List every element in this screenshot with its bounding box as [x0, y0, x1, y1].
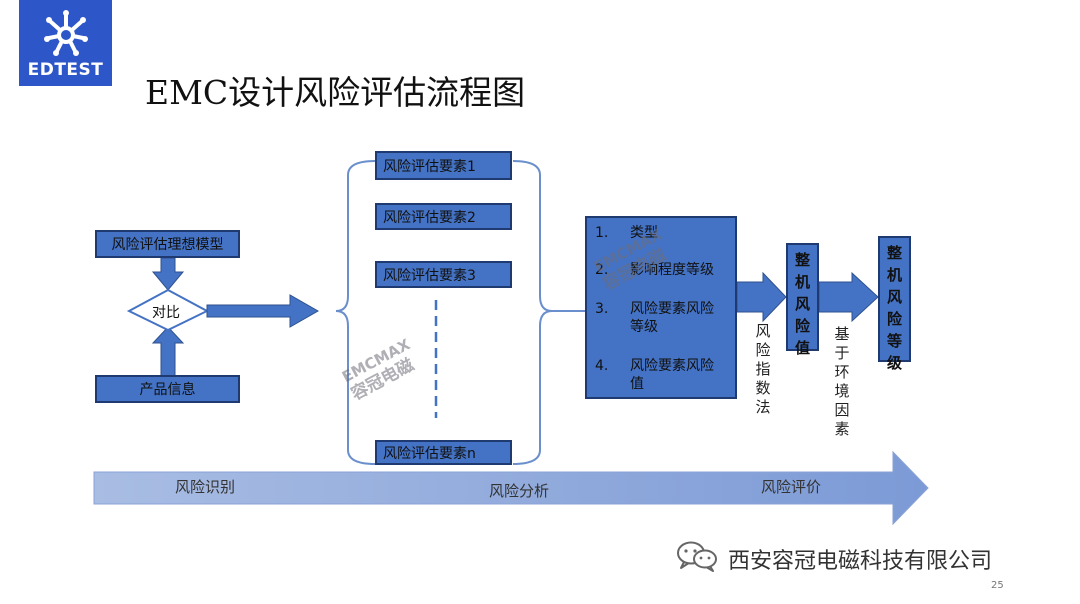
risk-element-2: 风险评估要素2 — [375, 203, 512, 230]
phase-identify: 风险识别 — [175, 478, 236, 496]
page-number: 25 — [991, 580, 1004, 591]
arrow-compare-to-elements — [206, 294, 320, 328]
compare-label: 对比 — [152, 305, 180, 321]
ideal-model-box: 风险评估理想模型 — [95, 230, 240, 258]
phase-evaluate: 风险评价 — [761, 478, 822, 496]
phase-band-arrow — [93, 450, 929, 526]
elements-right-brace — [512, 160, 553, 465]
risk-element-n: 风险评估要素n — [375, 440, 512, 465]
product-info-box: 产品信息 — [95, 375, 240, 403]
machine-risk-value-box: 整机风险值 — [786, 243, 819, 357]
arrow-value-to-level — [818, 271, 879, 323]
arrow-analysis-to-value — [736, 271, 787, 323]
arrow-up-to-compare — [151, 326, 185, 378]
edtest-logo: EDTEST — [19, 0, 112, 86]
risk-analysis-box: 1. 类型 2. 影响程度等级 3. 风险要素风险 等级 4. 风险要素风险 值 — [585, 216, 737, 399]
risk-element-1: 风险评估要素1 — [375, 151, 512, 180]
environment-factor-label: 基于环境因素 — [834, 325, 850, 438]
logo-emblem-icon — [44, 10, 88, 56]
risk-element-3: 风险评估要素3 — [375, 261, 512, 288]
arrow-down-to-compare — [151, 257, 185, 291]
wechat-icon — [677, 541, 717, 572]
elements-left-brace — [335, 160, 376, 465]
company-name: 西安容冠电磁科技有限公司 — [728, 549, 993, 574]
machine-risk-level-box: 整机风险等级 — [878, 236, 911, 372]
phase-analyze: 风险分析 — [489, 482, 550, 500]
logo-text: EDTEST — [27, 60, 104, 80]
risk-index-method-label: 风险指数法 — [755, 322, 771, 416]
page-title: EMC设计风险评估流程图 — [145, 73, 526, 112]
